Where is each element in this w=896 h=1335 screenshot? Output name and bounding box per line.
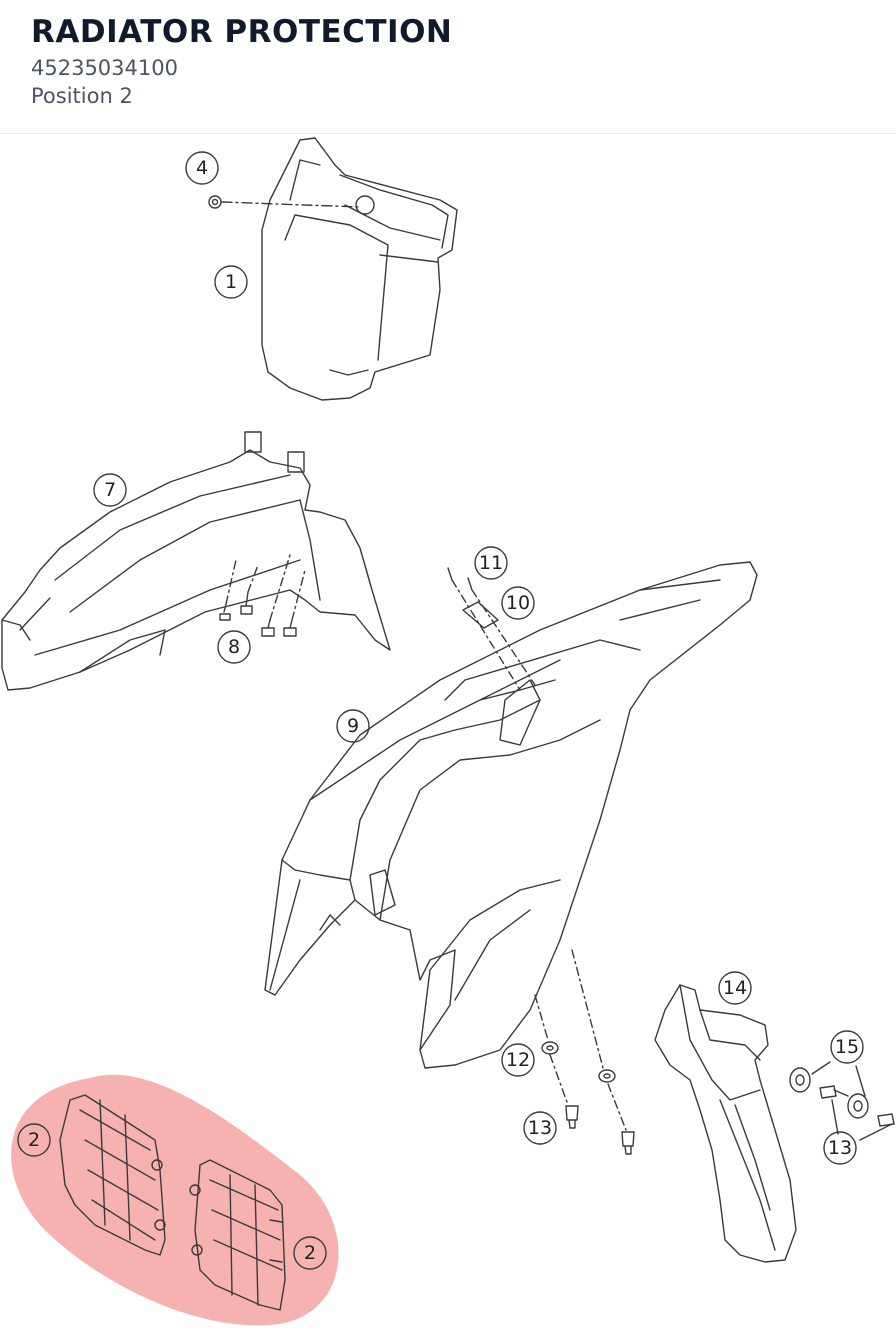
washers-15-drawing: [789, 1061, 895, 1141]
callout-15[interactable]: 15: [835, 1036, 859, 1058]
radiator-louver-left-drawing: [59, 1094, 166, 1256]
callout-circle-4: [185, 151, 219, 185]
part-number: 45235034100: [31, 56, 178, 80]
radiator-louver-right-drawing: [189, 1159, 286, 1311]
callout-7[interactable]: 7: [104, 479, 116, 501]
callout-2-left[interactable]: 2: [28, 1129, 40, 1151]
callout-11[interactable]: 11: [479, 552, 503, 574]
number-plate-drawing: [261, 137, 458, 401]
callout-circle-14: [718, 971, 752, 1005]
callout-1[interactable]: 1: [225, 271, 237, 293]
callout-13-left[interactable]: 13: [528, 1117, 552, 1139]
callout-8[interactable]: 8: [228, 636, 240, 658]
callout-9[interactable]: 9: [347, 715, 359, 737]
part-position: Position 2: [31, 84, 133, 108]
callout-circle-9: [336, 709, 370, 743]
part-header: RADIATOR PROTECTION 45235034100 Position…: [0, 0, 896, 134]
fasteners-12-13-drawing: [534, 949, 635, 1155]
part-2-highlight: [11, 1074, 339, 1326]
callout-circle-2a: [17, 1123, 51, 1157]
callout-circle-13a: [523, 1111, 557, 1145]
callout-circle-1: [214, 265, 248, 299]
callout-circle-10: [501, 586, 535, 620]
callout-4[interactable]: 4: [196, 157, 208, 179]
callout-13-right[interactable]: 13: [828, 1137, 852, 1159]
callout-circle-2b: [293, 1236, 327, 1270]
callout-circle-15: [830, 1030, 864, 1064]
callout-14[interactable]: 14: [723, 977, 747, 999]
fasteners-10-11-drawing: [447, 567, 536, 691]
screw-4-drawing: [208, 195, 361, 209]
callout-circle-7: [93, 473, 127, 507]
callout-12[interactable]: 12: [506, 1049, 530, 1071]
front-fender-drawing: [1, 431, 391, 691]
callout-10[interactable]: 10: [506, 592, 530, 614]
rear-fender-drawing: [264, 561, 758, 1069]
part-title: RADIATOR PROTECTION: [31, 14, 453, 50]
screws-8-drawing: [219, 554, 306, 637]
side-cover-drawing: [654, 984, 797, 1263]
callout-circle-8: [217, 630, 251, 664]
callout-2-right[interactable]: 2: [304, 1242, 316, 1264]
callout-circle-11: [474, 546, 508, 580]
callout-circle-13b: [823, 1131, 857, 1165]
exploded-parts-diagram: 4 1 7 8 9 11 10 12 13 14 15 13 2 2: [1, 137, 895, 1326]
callout-circle-12: [501, 1043, 535, 1077]
